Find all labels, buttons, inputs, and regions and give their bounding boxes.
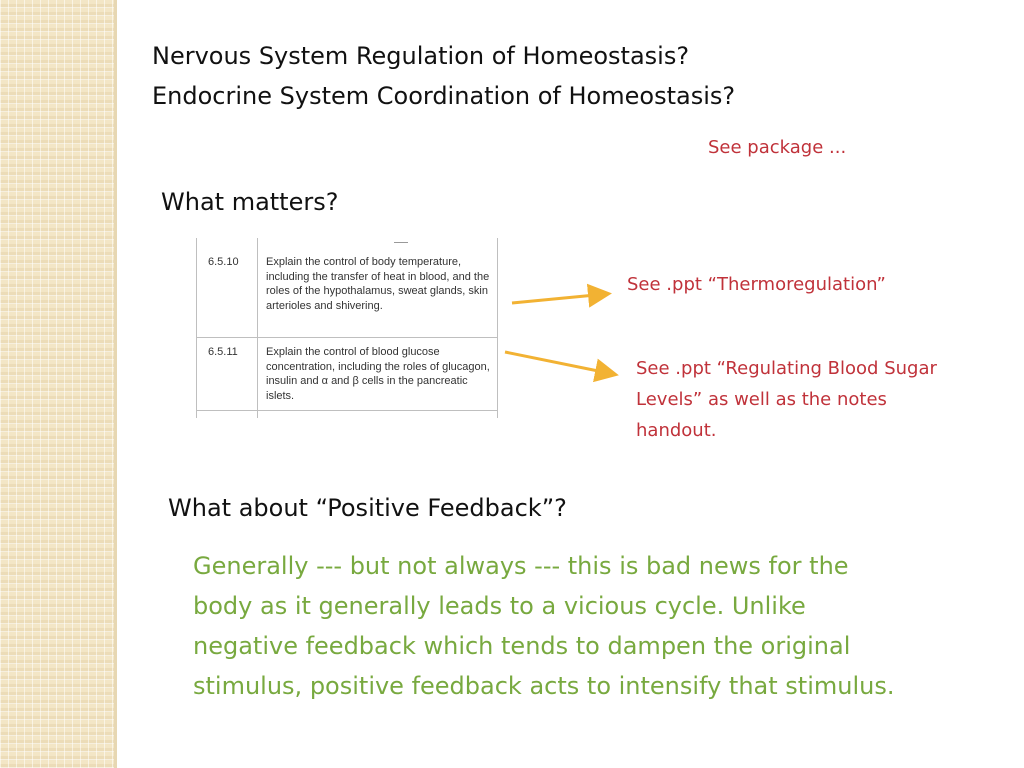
positive-feedback-line-3: negative feedback which tends to dampen … (193, 632, 851, 660)
table-border-left (196, 238, 197, 418)
thermoregulation-note: See .ppt “Thermoregulation” (627, 274, 886, 295)
positive-feedback-paragraph: Generally --- but not always --- this is… (193, 546, 993, 706)
table-row-1-text: Explain the control of body temperature,… (266, 256, 490, 312)
title-line-1: Nervous System Regulation of Homeostasis… (152, 42, 690, 70)
table-border-right (497, 238, 498, 418)
what-matters-heading: What matters? (161, 188, 339, 216)
see-package-note: See package ... (708, 137, 847, 158)
syllabus-table: 6.5.10 Explain the control of body tempe… (196, 238, 498, 418)
table-top-fragment (394, 242, 408, 243)
blood-sugar-note: See .ppt “Regulating Blood Sugar Levels”… (636, 353, 937, 446)
side-divider (114, 0, 117, 768)
title-line-2: Endocrine System Coordination of Homeost… (152, 82, 736, 110)
table-row-1-code: 6.5.10 (208, 256, 239, 268)
blood-sugar-note-line-3: handout. (636, 420, 717, 441)
positive-feedback-line-1: Generally --- but not always --- this is… (193, 552, 849, 580)
decorative-side-strip (0, 0, 114, 768)
table-column-divider (257, 238, 258, 418)
blood-sugar-note-line-1: See .ppt “Regulating Blood Sugar (636, 358, 937, 379)
positive-feedback-line-4: stimulus, positive feedback acts to inte… (193, 672, 895, 700)
table-row-divider-2 (196, 410, 498, 411)
positive-feedback-line-2: body as it generally leads to a vicious … (193, 592, 806, 620)
table-row-divider-1 (196, 337, 498, 338)
table-row-2-code: 6.5.11 (208, 346, 238, 358)
positive-feedback-heading: What about “Positive Feedback”? (168, 494, 567, 522)
blood-sugar-note-line-2: Levels” as well as the notes (636, 389, 887, 410)
table-row-2-text: Explain the control of blood glucose con… (266, 346, 490, 402)
arrow-to-blood-sugar (504, 350, 619, 383)
arrow-to-thermoregulation (511, 283, 612, 308)
